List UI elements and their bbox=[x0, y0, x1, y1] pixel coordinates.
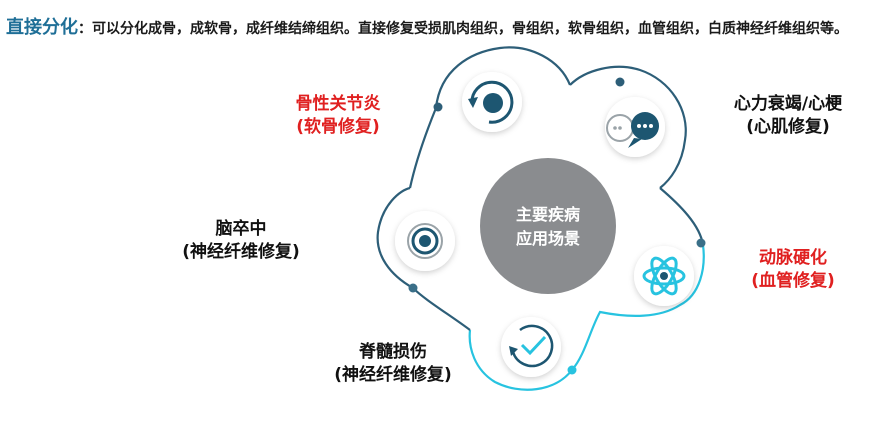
scene-name: 脊髓损伤 bbox=[359, 342, 427, 362]
scene-label-arteriosclerosis: 动脉硬化 (血管修复) bbox=[723, 247, 863, 293]
intro-lead: 直接分化 bbox=[6, 17, 78, 38]
scene-label-osteoarthritis: 骨性关节炎 (软骨修复) bbox=[258, 93, 418, 139]
center-label-line2: 应用场景 bbox=[515, 229, 580, 248]
intro-colon: ： bbox=[78, 21, 92, 37]
ring-dot bbox=[433, 102, 443, 112]
scene-sub: (神经纤维修复) bbox=[334, 365, 452, 385]
scene-sub: (心肌修复) bbox=[746, 117, 830, 137]
scene-name: 心力衰竭/心梗 bbox=[733, 94, 843, 114]
atom-icon bbox=[634, 246, 694, 306]
scene-name: 脑卒中 bbox=[215, 219, 267, 239]
scene-label-heart-failure: 心力衰竭/心梗 (心肌修复) bbox=[703, 93, 873, 139]
scene-name: 骨性关节炎 bbox=[295, 94, 381, 114]
scene-label-spinal-injury: 脊髓损伤 (神经纤维修复) bbox=[308, 341, 478, 387]
ring-dot bbox=[696, 238, 706, 248]
intro-text: 可以分化成骨，成软骨，成纤维结缔组织。直接修复受损肌肉组织，骨组织，软骨组织，血… bbox=[92, 21, 848, 37]
scene-label-stroke: 脑卒中 (神经纤维修复) bbox=[156, 218, 326, 264]
center-circle bbox=[480, 158, 616, 294]
check-cycle-icon bbox=[501, 317, 561, 377]
scene-name: 动脉硬化 bbox=[759, 248, 827, 268]
scene-sub: (神经纤维修复) bbox=[182, 242, 300, 262]
scene-sub: (软骨修复) bbox=[296, 117, 380, 137]
ring-dot bbox=[567, 365, 577, 375]
center-label: 主要疾病 应用场景 bbox=[488, 203, 608, 251]
cycle-ring bbox=[376, 46, 705, 391]
chat-bubble-icon bbox=[605, 97, 665, 157]
target-icon bbox=[395, 211, 455, 271]
ring-dots bbox=[408, 77, 706, 375]
ring-dot bbox=[408, 283, 418, 293]
ring-dot bbox=[615, 77, 625, 87]
scene-sub: (血管修复) bbox=[751, 271, 835, 291]
refresh-cycle-icon bbox=[462, 72, 522, 132]
center-label-line1: 主要疾病 bbox=[515, 205, 580, 224]
intro-paragraph: 直接分化：可以分化成骨，成软骨，成纤维结缔组织。直接修复受损肌肉组织，骨组织，软… bbox=[6, 14, 882, 43]
